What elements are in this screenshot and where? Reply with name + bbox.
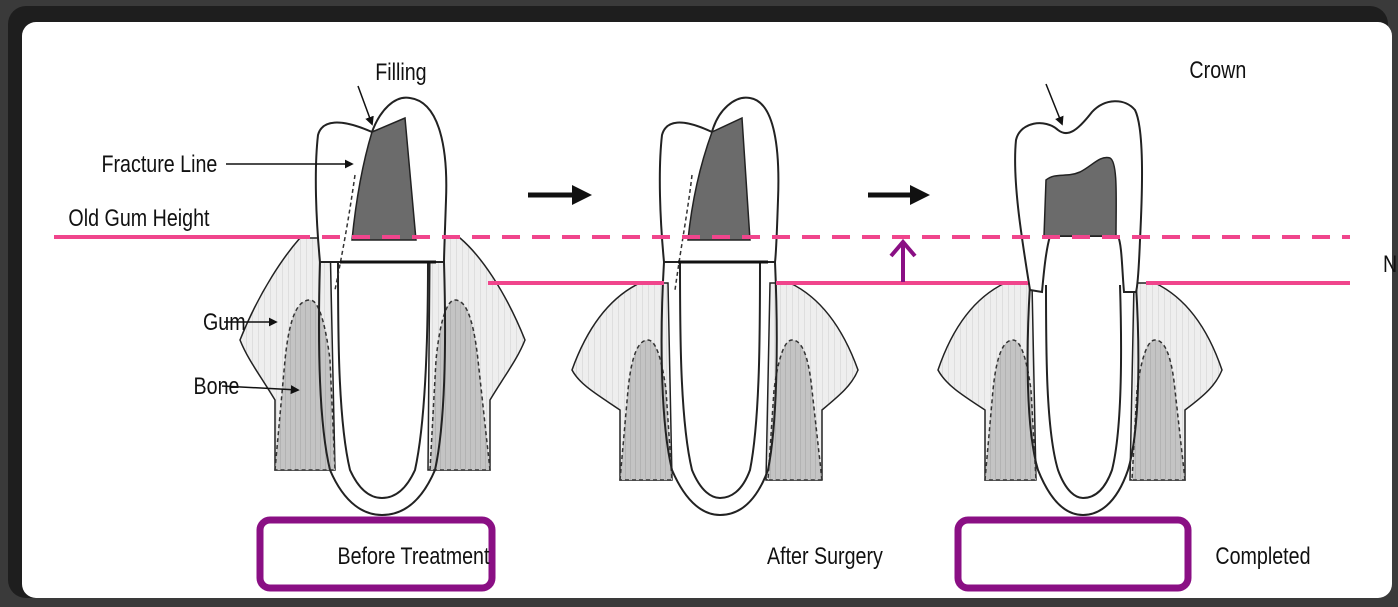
new-gum-height-label: New Gum Height xyxy=(1383,250,1398,277)
before-treatment-caption: Before Treatment xyxy=(337,542,489,569)
after-surgery-caption: After Surgery xyxy=(767,542,883,569)
gum-label: Gum xyxy=(203,308,246,335)
crown-label: Crown xyxy=(1189,56,1246,83)
completed-caption: Completed xyxy=(1215,542,1310,569)
old-gum-height-label: Old Gum Height xyxy=(68,204,209,231)
bone-label: Bone xyxy=(194,372,240,399)
fracture-line-label: Fracture Line xyxy=(101,150,217,177)
filling-label: Filling xyxy=(375,58,426,85)
